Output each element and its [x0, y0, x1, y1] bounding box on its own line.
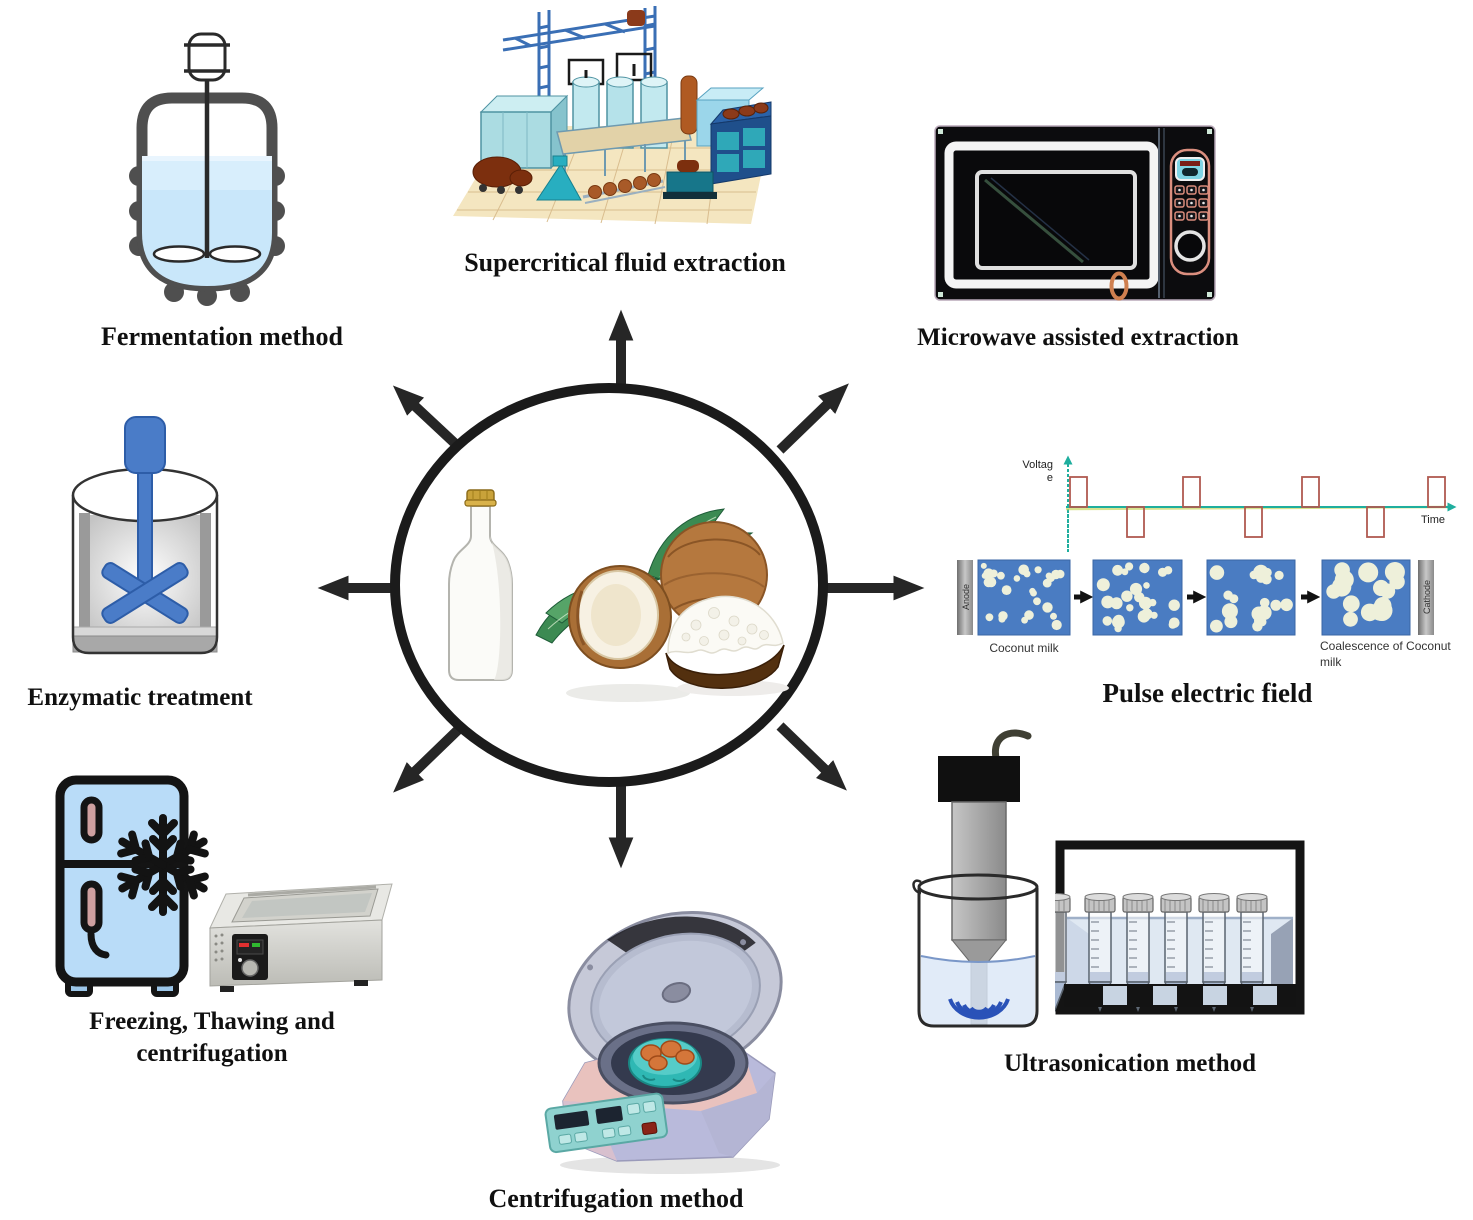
- arrow-bottom-left: [393, 722, 466, 793]
- snowflake-icon: [108, 814, 218, 920]
- supercritical-plant-illustration: [453, 6, 772, 225]
- coconut-milk-label: Coconut milk: [989, 641, 1059, 655]
- anode-label: Anode: [961, 584, 971, 610]
- ultrasonication-label: Ultrasonication method: [1003, 1050, 1257, 1077]
- centrifuge-rotor: [628, 1038, 702, 1088]
- voltage-axis-label-line2: e: [1047, 472, 1053, 484]
- centrifuge-control-panel: [544, 1092, 668, 1154]
- time-axis-label: Time: [1421, 514, 1445, 526]
- anode-electrode: [957, 560, 973, 635]
- centrifuge-icon: [544, 911, 783, 1174]
- centrifugation-label: Centrifugation method: [488, 1184, 744, 1213]
- microwave-handle: [1109, 271, 1129, 301]
- arrow-top-right: [776, 383, 849, 454]
- enzymatic-treatment-icon: [71, 416, 219, 655]
- pulse-field-diagram: Voltag e Time Anode Cathode: [957, 455, 1457, 669]
- freezing-label-line1: Freezing, Thawing and: [89, 1008, 335, 1035]
- arrow-bottom-right: [776, 722, 847, 791]
- sonicator-probe-icon: [912, 729, 1039, 1028]
- cathode-electrode: [1418, 560, 1434, 635]
- microwave-keypad: [1174, 185, 1209, 221]
- arrow-top-left: [392, 385, 466, 454]
- voltage-axis-label-line1: Voltag: [1022, 459, 1053, 471]
- coalescence-label-line2: milk: [1320, 655, 1342, 669]
- milk-bottle-illustration: [448, 489, 513, 681]
- tube-rack-icon: [1055, 840, 1305, 1015]
- enzymatic-label: Enzymatic treatment: [27, 684, 253, 711]
- coalescence-label-line1: Coalescence of Coconut: [1320, 639, 1451, 653]
- fermentation-label: Fermentation method: [101, 322, 343, 351]
- pulse-electric-field-panel: Voltag e Time Anode Cathode: [940, 440, 1473, 720]
- coconut-illustration: [535, 508, 789, 702]
- freezing-label-line2: centrifugation: [136, 1040, 288, 1067]
- emulsion-stage-4: [1321, 559, 1411, 636]
- microwave-label: Microwave assisted extraction: [917, 324, 1239, 351]
- voltage-pulse-train: [1069, 476, 1446, 538]
- cathode-label: Cathode: [1422, 580, 1432, 614]
- emulsion-stage-3: [1206, 559, 1296, 636]
- freezing-label: Freezing, Thawing and centrifugation: [62, 1006, 362, 1070]
- emulsion-stage-1: [977, 559, 1071, 636]
- stirrer: [101, 416, 189, 624]
- water-bath-icon: [209, 883, 393, 992]
- pulse-electric-field-label: Pulse electric field: [1102, 678, 1313, 708]
- sample-tubes: [1055, 892, 1268, 1013]
- emulsion-stage-2: [1092, 559, 1183, 636]
- microwave-dial: [1174, 230, 1206, 262]
- water-bath-knob: [241, 959, 259, 977]
- ultrasound-waves: [948, 998, 1010, 1020]
- microwave-oven-icon: [934, 125, 1216, 301]
- supercritical-label: Supercritical fluid extraction: [464, 248, 786, 277]
- fermentation-bioreactor-icon: [129, 32, 285, 306]
